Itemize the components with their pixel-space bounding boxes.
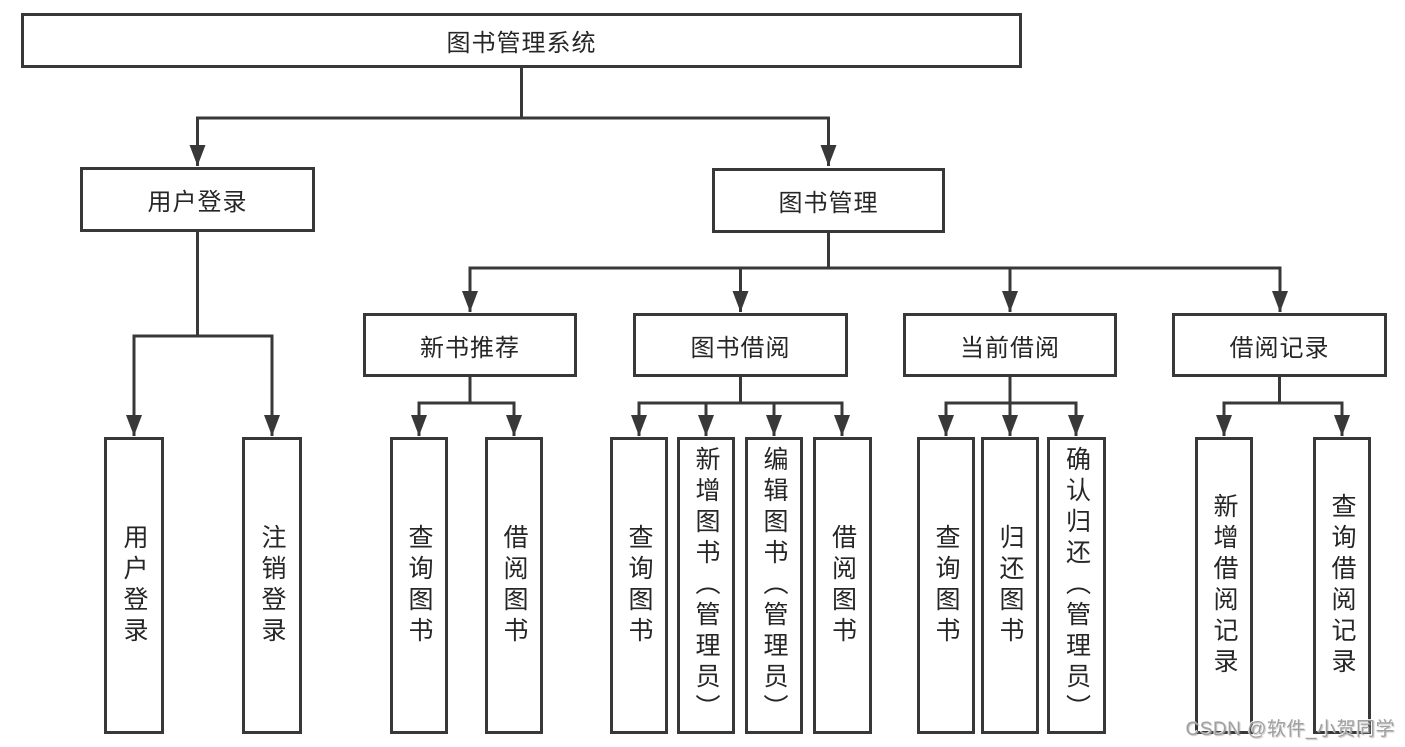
leaf-user-login: 用户登录 — [104, 437, 164, 734]
leaf-logout: 注销登录 — [242, 437, 302, 734]
leaf-borrow-books-borrowing: 借阅图书 — [813, 437, 872, 734]
node-book-borrowing: 图书借阅 — [633, 313, 848, 377]
leaf-add-borrow-record: 新增借阅记录 — [1195, 437, 1253, 734]
connector-new-book-trunk — [417, 375, 516, 405]
node-user-login: 用户登录 — [80, 167, 315, 232]
node-borrowing-records: 借阅记录 — [1172, 313, 1387, 377]
connector-root-trunk — [196, 66, 830, 120]
leaf-query-books-current: 查询图书 — [917, 437, 975, 734]
leaf-query-books-borrowing: 查询图书 — [610, 437, 668, 734]
connector-borrowing-records-trunk — [1222, 375, 1344, 405]
leaf-query-borrow-record: 查询借阅记录 — [1313, 437, 1371, 734]
connector-current-borrowing-trunk — [944, 375, 1078, 405]
node-new-book-recommendation: 新书推荐 — [363, 313, 577, 377]
connector-book-borrowing-trunk — [637, 375, 844, 405]
leaf-add-book-admin: 新增图书（管理员） — [677, 437, 735, 734]
leaf-query-books-recommend: 查询图书 — [390, 437, 448, 734]
node-book-management: 图书管理 — [712, 168, 945, 233]
connector-book-management-trunk — [468, 231, 1282, 270]
csdn-watermark: CSDN @软件_小贺同学 — [1185, 719, 1395, 740]
leaf-confirm-return-admin: 确认归还（管理员） — [1047, 437, 1106, 734]
leaf-return-books: 归还图书 — [981, 437, 1039, 734]
leaf-borrow-books-recommend: 借阅图书 — [485, 437, 543, 734]
node-library-management-system: 图书管理系统 — [21, 13, 1022, 68]
connector-user-login-trunk — [132, 230, 274, 338]
leaf-edit-book-admin: 编辑图书（管理员） — [745, 437, 803, 734]
node-current-borrowing: 当前借阅 — [903, 313, 1117, 377]
